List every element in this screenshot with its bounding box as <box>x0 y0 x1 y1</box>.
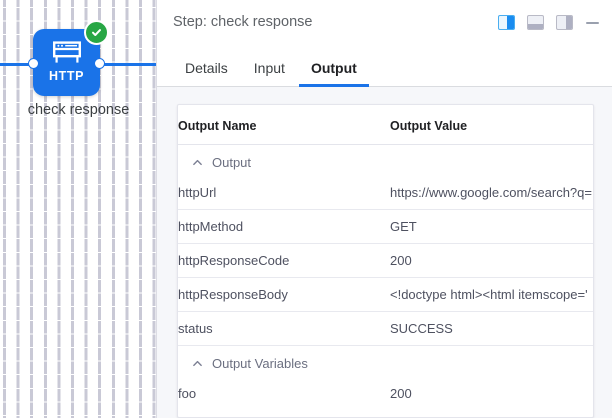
group-label: Output <box>212 155 252 170</box>
node-body[interactable]: HTTP <box>28 20 109 96</box>
tab-input[interactable]: Input <box>253 60 285 76</box>
table-row[interactable]: httpMethod GET <box>178 209 593 244</box>
layout-right-panel-icon[interactable] <box>556 14 573 30</box>
minimize-icon[interactable] <box>585 15 600 30</box>
panel-tabs: Details Input Output <box>157 44 612 87</box>
chevron-up-icon[interactable] <box>192 358 203 369</box>
group-cell: Output Variables <box>178 346 593 378</box>
table-group-row[interactable]: Output <box>178 145 593 177</box>
row-value: 200 <box>390 386 412 401</box>
group-label: Output Variables <box>212 356 308 371</box>
row-name: httpResponseCode <box>178 243 390 278</box>
panel-title: Step: check response <box>173 14 313 30</box>
node-output-port[interactable] <box>94 58 105 69</box>
group-cell: Output <box>178 145 593 177</box>
tab-output[interactable]: Output <box>298 60 369 87</box>
panel-body: Output Name Output Value <box>157 87 612 418</box>
http-window-icon <box>33 41 100 65</box>
table-row[interactable]: foo 200 <box>178 377 593 410</box>
node-type-label: HTTP <box>48 69 85 83</box>
row-value: https://www.google.com/search?q= <box>390 176 593 210</box>
node-input-port[interactable] <box>28 58 39 69</box>
row-name: httpUrl <box>178 176 390 210</box>
output-table-card: Output Name Output Value <box>177 104 594 418</box>
row-name: httpMethod <box>178 209 390 244</box>
table-header-row: Output Name Output Value <box>178 105 593 145</box>
table-body: Output httpUrl https://www.google.com/se… <box>178 145 593 411</box>
node-caption: check response <box>27 102 130 118</box>
panel-divider <box>156 0 157 418</box>
table-row[interactable]: status SUCCESS <box>178 311 593 346</box>
panel-header: Step: check response <box>157 0 612 44</box>
check-circle-icon <box>84 20 109 45</box>
row-value: <!doctype html><html itemscope=' <box>390 277 593 312</box>
row-value: SUCCESS <box>390 311 593 346</box>
column-header-output-value: Output Value <box>390 105 593 145</box>
layout-bottom-panel-icon[interactable] <box>527 14 544 30</box>
workflow-canvas[interactable]: HTTP check response <box>0 0 157 418</box>
table-row[interactable]: httpResponseBody <!doctype html><html it… <box>178 277 593 312</box>
step-details-panel: Step: check response Details Input Outpu… <box>157 0 612 418</box>
table-row[interactable]: httpUrl https://www.google.com/search?q= <box>178 176 593 210</box>
chevron-up-icon[interactable] <box>192 157 203 168</box>
row-value: GET <box>390 209 593 244</box>
output-table: Output Name Output Value <box>178 105 593 410</box>
row-value: 200 <box>390 243 593 278</box>
panel-header-actions <box>498 14 600 30</box>
layout-side-panel-icon[interactable] <box>498 14 515 30</box>
tab-details[interactable]: Details <box>185 60 228 76</box>
table-group-row[interactable]: Output Variables <box>178 346 593 378</box>
row-name: foo <box>178 386 197 401</box>
column-header-output-name: Output Name <box>178 105 390 145</box>
table-row[interactable]: httpResponseCode 200 <box>178 243 593 278</box>
workflow-node-check-response[interactable]: HTTP <box>28 20 109 96</box>
row-name: httpResponseBody <box>178 277 390 312</box>
row-name: status <box>178 311 390 346</box>
